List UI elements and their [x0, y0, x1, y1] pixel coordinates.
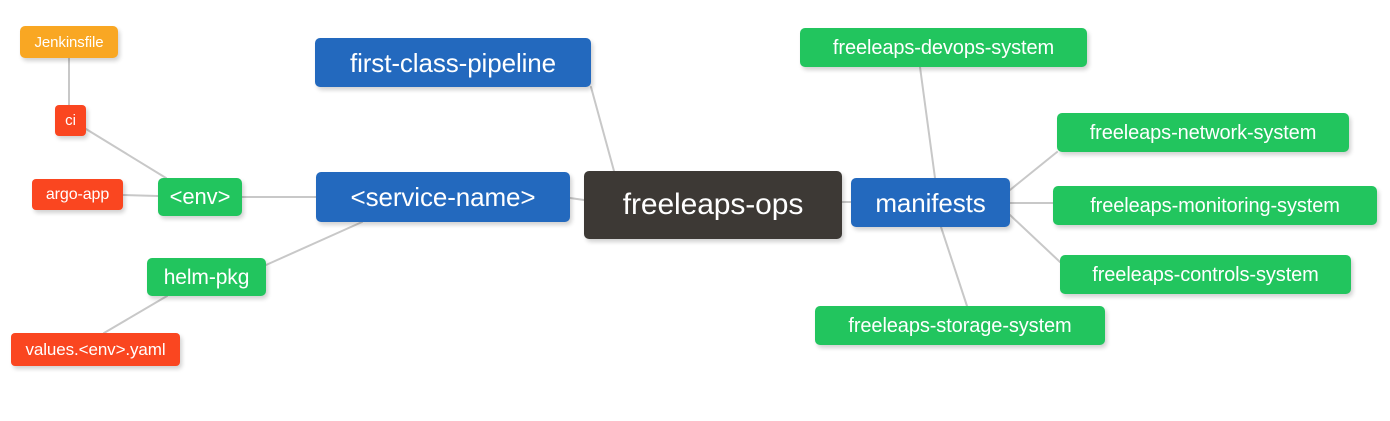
edge-manifests-network [1009, 151, 1058, 191]
mindmap-node-jenkinsfile[interactable]: Jenkinsfile [20, 26, 118, 58]
node-label: freeleaps-storage-system [848, 314, 1072, 337]
mindmap-node-service-name[interactable]: <service-name> [316, 172, 570, 222]
mindmap-node-freeleaps-network-system[interactable]: freeleaps-network-system [1057, 113, 1349, 152]
edge-manifests-devops [919, 66, 936, 179]
node-label: freeleaps-devops-system [832, 36, 1055, 59]
node-label: ci [65, 112, 76, 129]
node-label: helm-pkg [163, 265, 250, 289]
node-label: freeleaps-monitoring-system [1090, 194, 1340, 217]
node-label: first-class-pipeline [349, 47, 557, 78]
mindmap-node-manifests[interactable]: manifests [851, 178, 1010, 227]
node-label: freeleaps-network-system [1089, 121, 1317, 144]
node-label: <env> [169, 184, 231, 209]
mindmap-node-argo-app[interactable]: argo-app [32, 179, 123, 210]
edge-ops-pipeline [590, 86, 615, 172]
mindmap-node-env[interactable]: <env> [158, 178, 242, 216]
node-label: Jenkinsfile [34, 33, 104, 51]
edge-ops-service [569, 197, 585, 201]
mindmap-node-values-env-yaml[interactable]: values.<env>.yaml [11, 333, 180, 366]
node-label: freeleaps-ops [622, 188, 804, 221]
edge-env-ci [85, 128, 167, 179]
mindmap-node-ci[interactable]: ci [55, 105, 86, 136]
edge-service-helm [265, 221, 363, 266]
mindmap-node-freeleaps-devops-system[interactable]: freeleaps-devops-system [800, 28, 1087, 67]
node-label: values.<env>.yaml [25, 340, 166, 359]
edge-env-argo [122, 194, 159, 197]
edge-helm-values [103, 295, 168, 334]
edge-manifests-storage [940, 226, 968, 307]
mindmap-node-freeleaps-controls-system[interactable]: freeleaps-controls-system [1060, 255, 1351, 294]
mindmap-node-freeleaps-monitoring-system[interactable]: freeleaps-monitoring-system [1053, 186, 1377, 225]
node-label: freeleaps-controls-system [1092, 263, 1319, 286]
node-label: manifests [875, 187, 986, 218]
mindmap-node-first-class-pipeline[interactable]: first-class-pipeline [315, 38, 591, 87]
node-label: argo-app [45, 185, 110, 203]
mindmap-node-helm-pkg[interactable]: helm-pkg [147, 258, 266, 296]
mindmap-node-freeleaps-storage-system[interactable]: freeleaps-storage-system [815, 306, 1105, 345]
node-label: <service-name> [350, 182, 536, 212]
mindmap-node-freeleaps-ops[interactable]: freeleaps-ops [584, 171, 842, 239]
